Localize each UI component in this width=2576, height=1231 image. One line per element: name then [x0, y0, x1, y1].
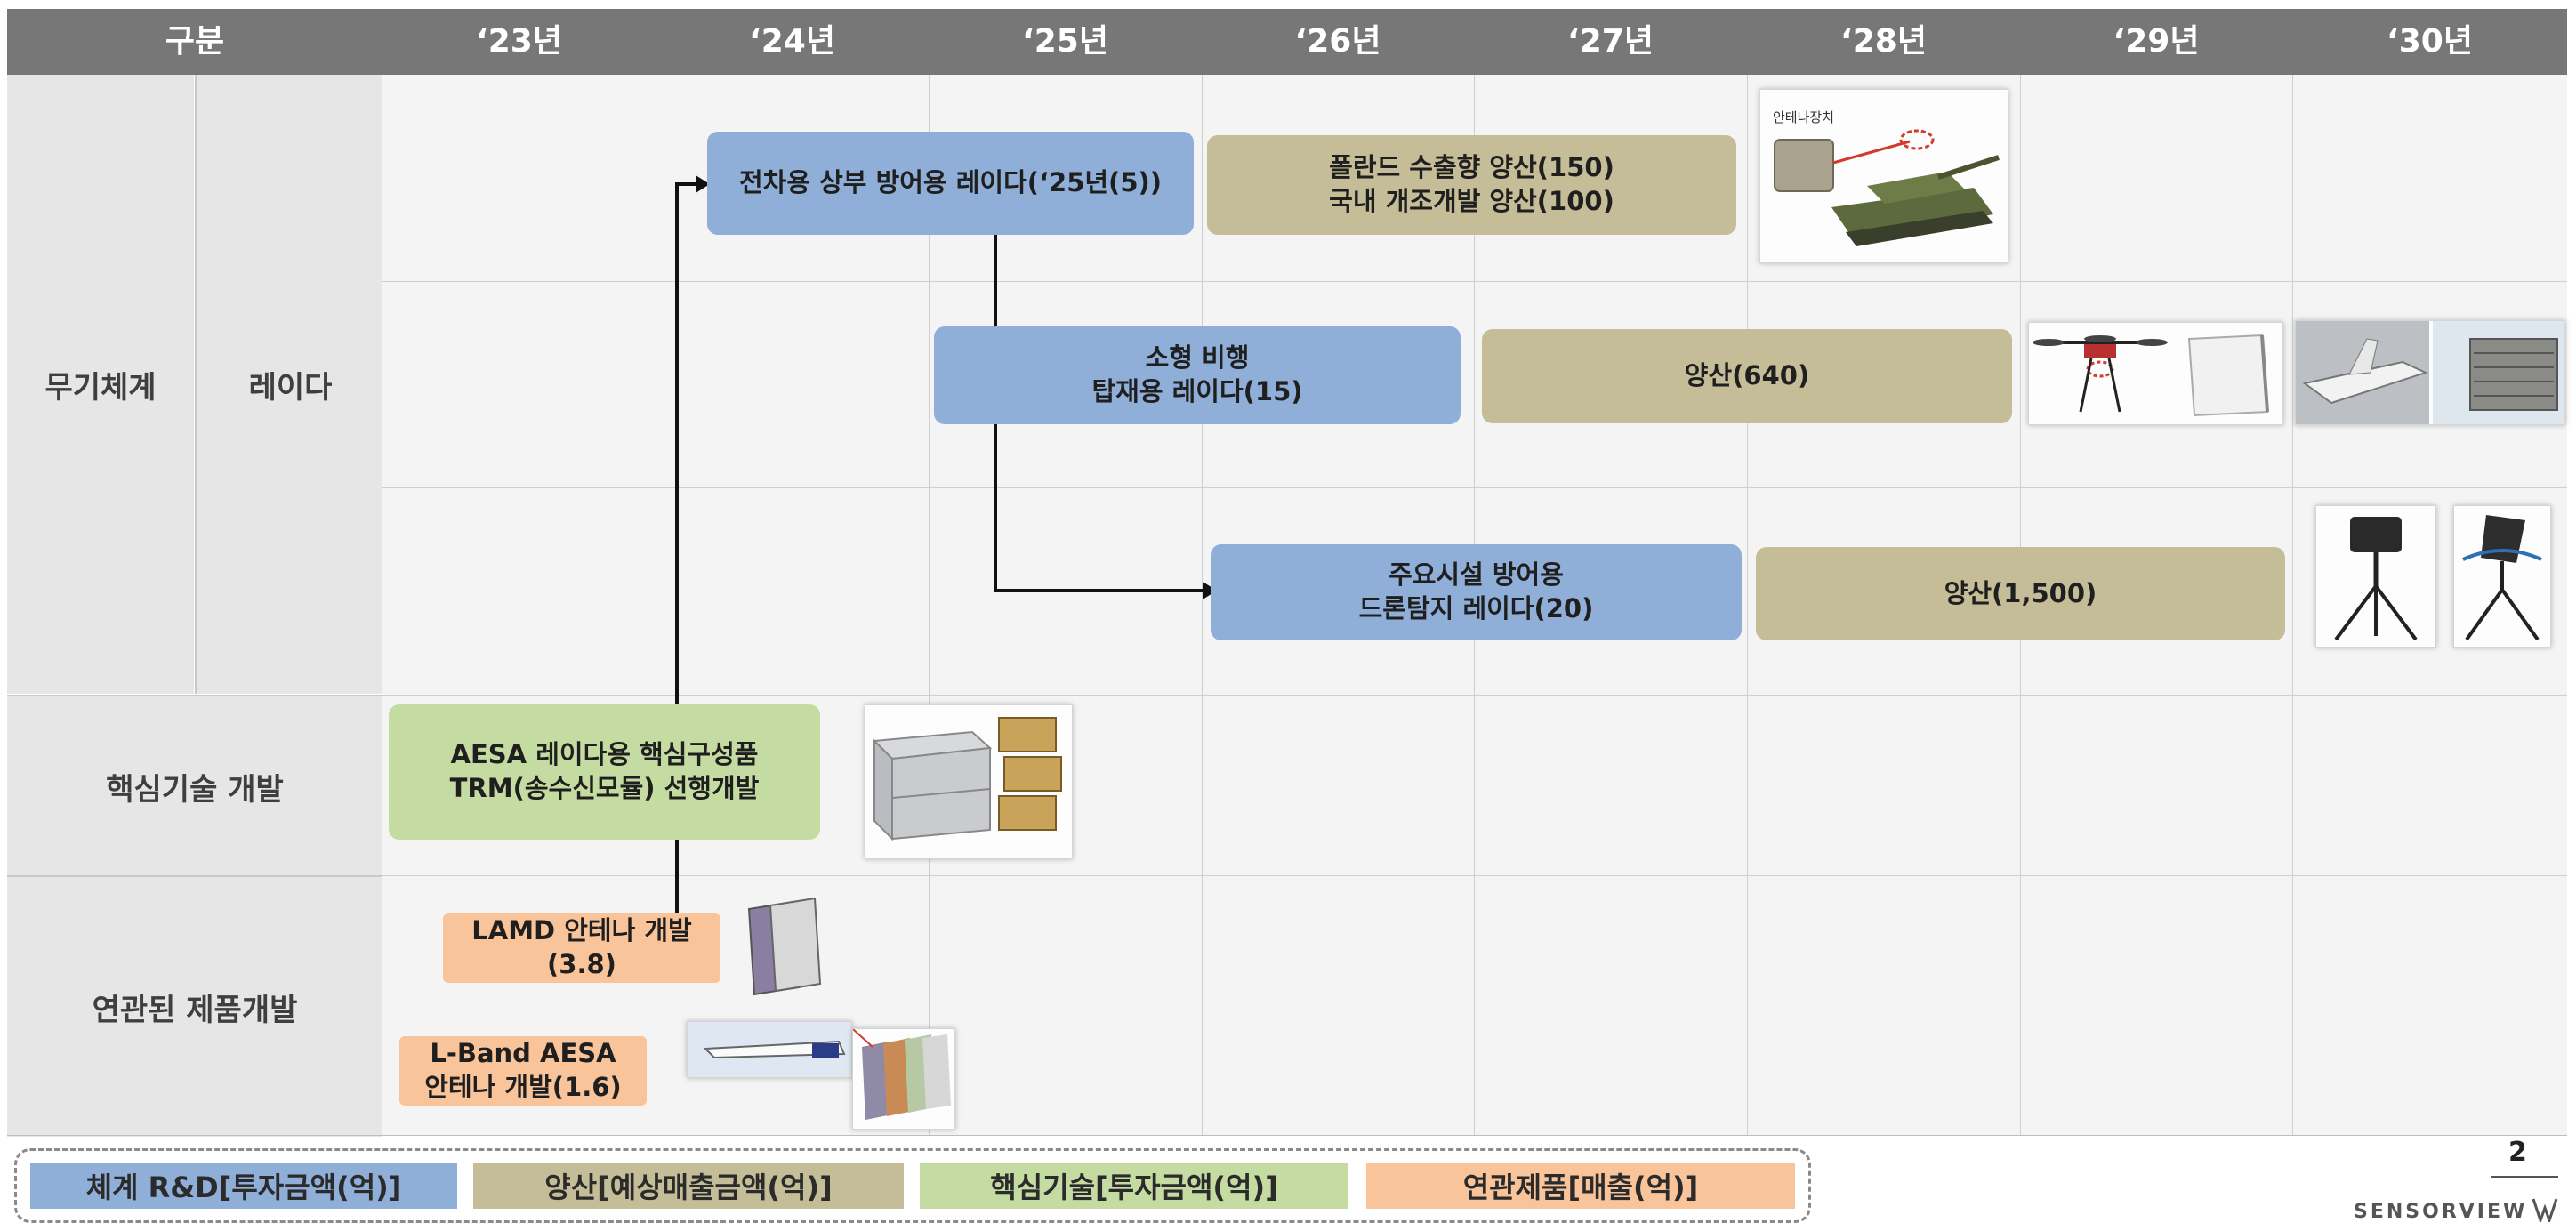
- legend-core: 핵심기술[투자금액(억)]: [920, 1163, 1348, 1209]
- header-year-23: ‘23년: [476, 23, 562, 60]
- bar-facility-radar: 주요시설 방어용 드론탐지 레이다(20): [1211, 544, 1742, 640]
- header-bar: [7, 9, 2567, 75]
- row-weapon-system: 무기체계: [7, 75, 194, 694]
- rotating-radar-illustration: [2462, 515, 2542, 641]
- lband-antenna-image: [852, 1028, 955, 1130]
- grid-line: [1747, 75, 1748, 1135]
- header-year-25: ‘25년: [1022, 23, 1108, 60]
- connector-to-tank-radar: [675, 182, 698, 186]
- bar-small-flight-radar: 소형 비행 탑재용 레이다(15): [934, 326, 1461, 424]
- connector-vertical-left: [675, 182, 679, 965]
- bar-tank-radar: 전차용 상부 방어용 레이다(‘25년(5)): [707, 132, 1194, 235]
- legend: [14, 1148, 1811, 1223]
- rotating-radar-image: [2453, 505, 2551, 648]
- row-core-tech: 핵심기술 개발: [7, 695, 382, 876]
- grid-line: [2292, 75, 2293, 1135]
- header-year-28: ‘28년: [1840, 23, 1927, 60]
- header-year-27: ‘27년: [1567, 23, 1654, 60]
- header-year-30: ‘30년: [2387, 23, 2473, 60]
- tank-image-caption: 안테나장치: [1773, 109, 1835, 125]
- grid-bottom-line: [7, 1135, 2567, 1136]
- grid-line: [382, 875, 2567, 876]
- tripod-radar-image: [2315, 505, 2436, 648]
- brand-logo: SENSORVIEW: [2354, 1201, 2528, 1223]
- row-radar: 레이다: [195, 75, 384, 694]
- brand-logo-icon: [2532, 1197, 2558, 1225]
- header-year-24: ‘24년: [749, 23, 835, 60]
- row-related-products: 연관된 제품개발: [7, 875, 382, 1137]
- uav-image: [687, 1021, 852, 1078]
- grid-line: [929, 75, 930, 1135]
- bar-aesa-trm: AESA 레이다용 핵심구성품 TRM(송수신모듈) 선행개발: [389, 704, 820, 840]
- arrowhead-icon: [696, 175, 710, 193]
- bar-production-1500: 양산(1,500): [1756, 547, 2285, 640]
- uav-illustration: [688, 1022, 851, 1077]
- drone-image: [2028, 322, 2283, 425]
- bar-poland-production: 폴란드 수출향 양산(150) 국내 개조개발 양산(100): [1207, 135, 1736, 235]
- connector-to-facility-radar: [994, 589, 1207, 592]
- lband-antenna-illustration: [853, 1029, 951, 1120]
- trm-module-illustration: [872, 717, 1062, 841]
- header-category: 구분: [165, 23, 225, 60]
- trm-module-image: [865, 704, 1073, 859]
- page-number: 2: [2508, 1137, 2527, 1168]
- header-year-26: ‘26년: [1294, 23, 1381, 60]
- page-divider: [2491, 1176, 2558, 1178]
- legend-production: 양산[예상매출금액(억)]: [473, 1163, 904, 1209]
- tripod-radar-illustration: [2334, 517, 2418, 641]
- aircraft-radar-image: [2295, 320, 2565, 425]
- grid-line: [382, 281, 2567, 282]
- lamd-antenna-illustration: [747, 898, 822, 996]
- grid-line: [382, 695, 2567, 696]
- bar-lamd-antenna: LAMD 안테나 개발 (3.8): [443, 913, 720, 983]
- legend-related: 연관제품[매출(억)]: [1366, 1163, 1795, 1209]
- bar-lband-antenna: L-Band AESA 안테나 개발(1.6): [399, 1036, 647, 1106]
- tank-image: 안테나장치: [1759, 89, 2008, 263]
- lamd-antenna-image: [740, 898, 825, 998]
- tank-illustration: [1774, 129, 2000, 246]
- legend-rnd: 체계 R&D[투자금액(억)]: [30, 1163, 457, 1209]
- aircraft-radar-illustration: [2296, 321, 2564, 424]
- grid-line: [1202, 75, 1203, 1135]
- drone-illustration: [2033, 334, 2269, 417]
- grid-line: [382, 487, 2567, 488]
- header-year-29: ‘29년: [2113, 23, 2200, 60]
- bar-production-640: 양산(640): [1482, 329, 2012, 423]
